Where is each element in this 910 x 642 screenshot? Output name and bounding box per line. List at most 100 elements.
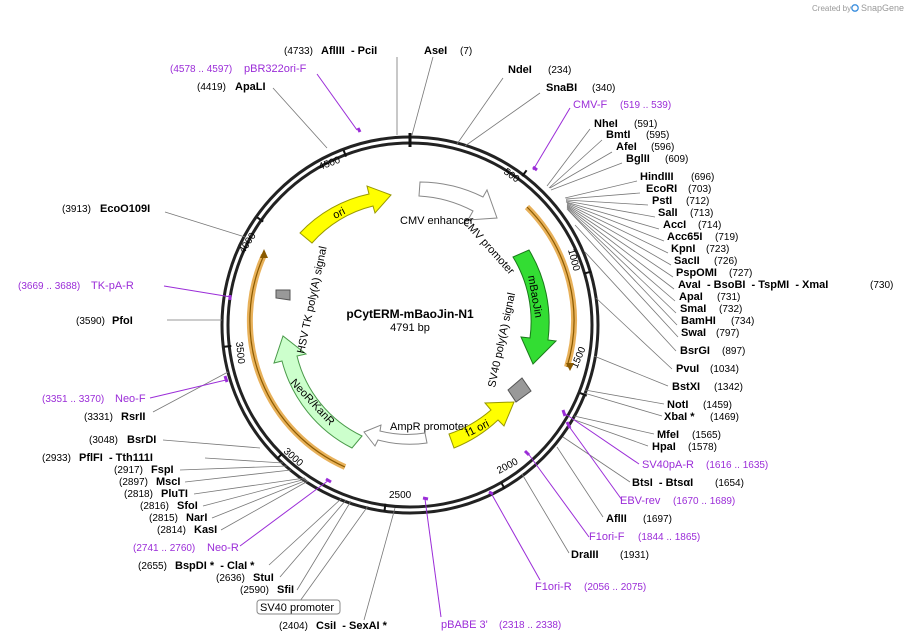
leader-line — [583, 392, 663, 417]
enzyme-pos: (1565) — [692, 430, 721, 441]
leader-line — [571, 418, 649, 447]
leader-line — [363, 507, 396, 621]
leader-line — [593, 355, 669, 387]
sv40-promoter-box — [256, 599, 341, 615]
enzyme-pos: (7) — [460, 46, 472, 57]
enzyme-pos: (4419) — [197, 82, 226, 93]
enzyme-pos: (1459) — [703, 400, 732, 411]
tick-label: 4500 — [317, 155, 342, 173]
cds-span-arrow-icon — [566, 363, 574, 371]
enzyme-pos: (1578) — [688, 442, 717, 453]
plasmid-length: 4791 bp — [390, 322, 430, 334]
enzyme-name: XbaI * — [664, 411, 695, 423]
tick-mark — [224, 345, 232, 348]
enzyme-pos: (731) — [717, 292, 740, 303]
enzyme-pos: (703) — [688, 184, 711, 195]
map-center: pCytERM-mBaoJin-N1 4791 bp — [346, 307, 474, 334]
enzyme-pos: (3913) — [62, 204, 91, 215]
enzyme-pos: (696) — [691, 172, 714, 183]
leader-line — [550, 162, 623, 191]
enzyme-name: BspDI * - ClaI * — [175, 560, 255, 572]
enzyme-name: HpaI — [652, 441, 676, 453]
sv40-polya-box — [507, 377, 532, 403]
enzyme-pos: (609) — [665, 154, 688, 165]
enzyme-name: PvuI — [676, 363, 699, 375]
leader-line — [490, 492, 541, 581]
leader-line — [549, 151, 613, 189]
enzyme-name: PspOMI — [676, 267, 717, 279]
enzyme-name: SacII — [674, 255, 700, 267]
primer-mark — [561, 409, 567, 417]
leader-line — [316, 73, 358, 131]
primer-mark — [422, 496, 429, 501]
plasmid-name: pCytERM-mBaoJin-N1 — [346, 307, 474, 321]
leader-line — [562, 436, 631, 483]
enzyme-name: ApaI — [679, 291, 703, 303]
backbone — [220, 133, 600, 515]
enzyme-name: EcoRI — [646, 183, 677, 195]
leader-line — [566, 208, 677, 314]
enzyme-pos: (591) — [634, 119, 657, 130]
primer-range: (1616 .. 1635) — [706, 460, 768, 471]
primer-range: (3669 .. 3688) — [18, 281, 80, 292]
enzyme-name: DraIII — [571, 549, 599, 561]
leader-line — [411, 56, 434, 136]
leader-line — [521, 473, 570, 554]
credit-text: Created by — [812, 4, 851, 13]
enzyme-name: BstXI — [672, 381, 700, 393]
enzyme-name: AfeI — [616, 141, 637, 153]
feature-label: HSV TK poly(A) signal — [295, 245, 329, 354]
enzyme-pos: (2655) — [138, 561, 167, 572]
primer-mark — [223, 375, 229, 383]
enzyme-name: CsiI - SexAI * — [316, 620, 388, 632]
primer-range: (1670 .. 1689) — [673, 496, 735, 507]
leader-line — [163, 285, 232, 298]
enzyme-name: MfeI — [657, 429, 679, 441]
tick-mark — [276, 452, 283, 460]
leader-line — [565, 192, 641, 200]
enzyme-pos: (1654) — [715, 478, 744, 489]
enzyme-pos: (713) — [690, 208, 713, 219]
enzyme-pos: (1034) — [710, 364, 739, 375]
snapgene-logo-icon — [851, 4, 859, 12]
enzyme-pos: (2897) — [119, 477, 148, 488]
leader-line — [595, 297, 673, 370]
leader-line — [424, 498, 442, 618]
enzyme-name: NdeI — [508, 64, 532, 76]
primer-name: F1ori-R — [535, 581, 572, 593]
tick-mark — [521, 169, 528, 177]
enzyme-name: SwaI — [681, 327, 706, 339]
sv40-promoter-label: SV40 promoter — [256, 599, 341, 615]
primer-range: (2056 .. 2075) — [584, 582, 646, 593]
tick-label: 3500 — [233, 341, 246, 365]
enzyme-name: KpnI — [671, 243, 695, 255]
enzyme-name: BmtI — [606, 129, 630, 141]
credit-brand: SnapGene — [861, 3, 904, 13]
leader-line — [566, 204, 672, 266]
enzyme-pos: (714) — [698, 220, 721, 231]
leader-line — [565, 201, 660, 230]
enzyme-name: BsrGI — [680, 345, 710, 357]
leader-line — [179, 465, 288, 471]
leader-line — [299, 505, 369, 602]
leader-line — [548, 139, 603, 189]
enzyme-name: NotI — [667, 399, 688, 411]
enzyme-name: AflIII - PciI — [321, 45, 377, 57]
leader-line — [584, 251, 677, 352]
tick-mark — [579, 392, 588, 397]
enzymes-left: (4733) AflIII - PciI AseI (7) (4419) Apa… — [42, 45, 472, 632]
enzyme-pos: (2933) — [42, 453, 71, 464]
enzyme-pos: (340) — [592, 83, 615, 94]
primer-mark — [325, 477, 332, 484]
primer-mark — [565, 421, 572, 429]
enzyme-name: PstI — [652, 195, 672, 207]
primer-name: pBABE 3' — [441, 619, 488, 631]
leader-line — [566, 203, 669, 254]
enzyme-pos: (726) — [714, 256, 737, 267]
enzyme-pos: (2917) — [114, 465, 143, 476]
enzyme-name: SfiI — [277, 584, 294, 596]
enzyme-name: FspI — [151, 464, 174, 476]
leader-line — [193, 477, 306, 495]
leader-line — [162, 439, 261, 449]
enzyme-pos: (2636) — [216, 573, 245, 584]
